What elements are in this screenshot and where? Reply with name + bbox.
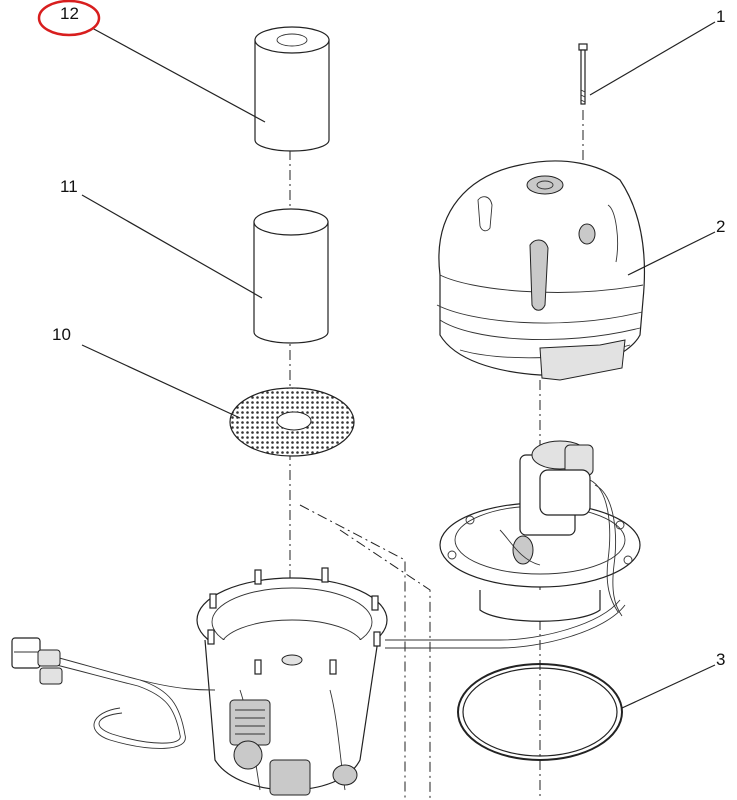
part-12-filter-sleeve [254, 26, 330, 152]
highlight-circle [37, 0, 101, 37]
axis-line-diagonal-2 [339, 529, 431, 800]
part-1-screw [578, 43, 588, 105]
part-3-o-ring [457, 663, 623, 761]
leader-line-11 [81, 194, 263, 299]
callout-11: 11 [60, 177, 78, 196]
callout-1: 1 [716, 7, 725, 26]
part-2-dome-cover [436, 160, 646, 381]
motor-pump-assembly [439, 440, 641, 622]
base-housing [196, 567, 388, 796]
leader-line-1 [589, 21, 716, 96]
callout-10: 10 [52, 325, 71, 344]
leader-line-3 [621, 664, 716, 709]
part-11-filter-cartridge [253, 208, 329, 344]
callout-3: 3 [716, 650, 725, 669]
power-cable [11, 599, 626, 749]
part-10-perforated-disc [229, 387, 355, 457]
leader-line-2 [627, 231, 716, 276]
leader-line-12 [91, 27, 266, 123]
leader-line-10 [81, 344, 241, 419]
callout-2: 2 [716, 217, 725, 236]
callout-12: 12 [60, 4, 79, 23]
